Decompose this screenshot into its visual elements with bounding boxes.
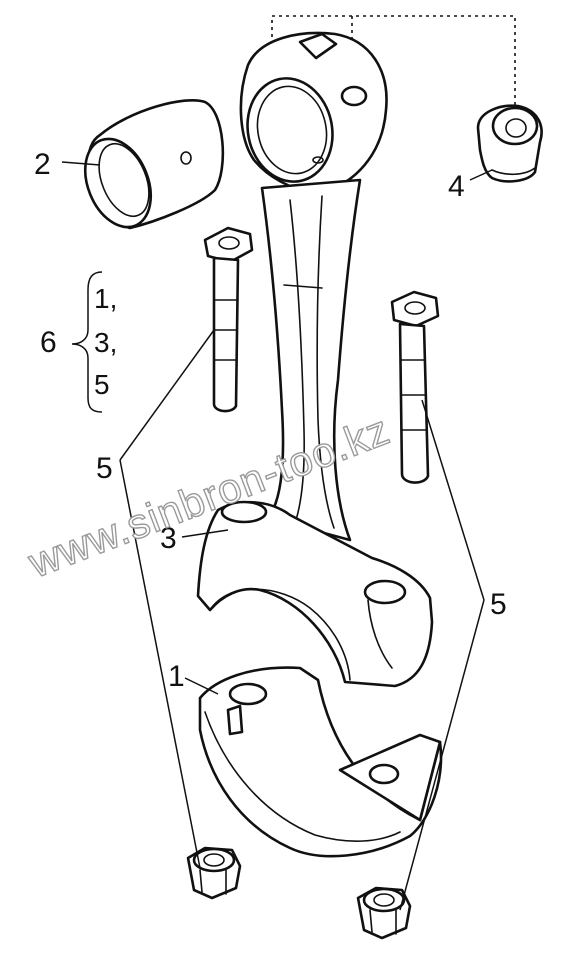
leader-left-bolt [119,329,215,461]
bushing-part[interactable] [73,98,225,237]
callout-left-bolt: 5 [96,452,113,485]
leader-right-bolt-to-nut [399,599,485,911]
leader-plug [469,169,493,181]
callout-right-bolt: 5 [490,588,507,621]
leader-right-bolt [421,399,485,601]
callout-bearing-cap: 1 [168,660,185,693]
plug-part[interactable] [476,104,543,183]
callout-plug: 4 [448,170,465,203]
right-nut-part[interactable] [356,886,412,940]
kit-brace [71,271,103,413]
left-nut-part[interactable] [186,846,242,900]
callout-rod-body: 3 [160,522,177,555]
leader-bearing-cap [184,677,219,695]
kit-item-1: 1, [94,283,117,314]
leader-rod-body [181,529,229,538]
right-bolt-part[interactable] [390,290,440,484]
kit-item-3: 5 [94,369,110,400]
callout-bushing: 2 [34,148,51,181]
callout-kit-number: 6 [40,326,57,359]
bearing-cap-part[interactable] [198,666,443,858]
left-bolt-part[interactable] [203,226,254,413]
leader-bushing [61,161,101,166]
leader-left-bolt-to-nut [119,459,201,869]
connecting-rod-body[interactable] [196,31,434,688]
kit-item-2: 3, [94,327,117,358]
